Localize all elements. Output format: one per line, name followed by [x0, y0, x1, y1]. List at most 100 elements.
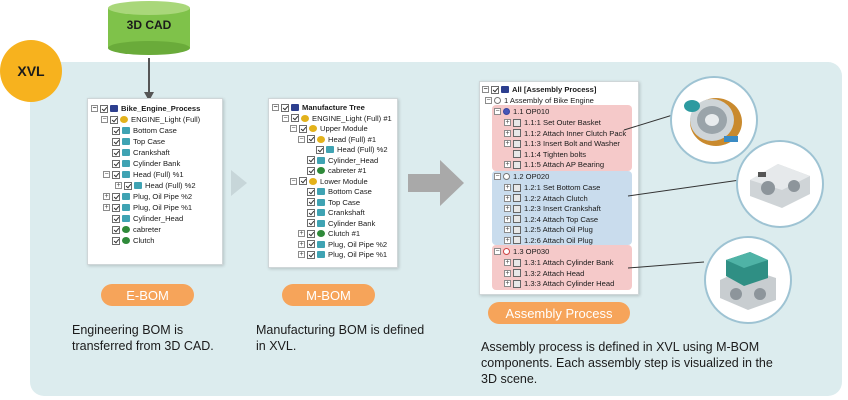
tree-row-root[interactable]: −Bike_Engine_Process — [91, 103, 200, 114]
collapse-icon[interactable]: − — [494, 248, 501, 255]
checkbox[interactable] — [112, 203, 120, 212]
expand-icon[interactable]: + — [115, 182, 122, 189]
tree-row[interactable]: +1.1:2 Attach Inner Clutch Pack — [504, 128, 626, 139]
tree-row[interactable]: +1.1:5 Attach AP Bearing — [504, 159, 604, 170]
collapse-icon[interactable]: − — [272, 104, 279, 111]
checkbox[interactable] — [307, 135, 315, 143]
tree-row[interactable]: Bottom Case — [112, 125, 177, 136]
tree-row[interactable]: +Clutch #1 — [298, 228, 360, 239]
expand-icon[interactable]: + — [298, 240, 305, 248]
checkbox[interactable] — [100, 104, 108, 113]
checkbox[interactable] — [299, 177, 307, 185]
collapse-icon[interactable]: − — [482, 86, 489, 93]
checkbox[interactable] — [307, 208, 315, 217]
checkbox[interactable] — [112, 236, 120, 245]
tree-row[interactable]: −1 Assembly of Bike Engine — [485, 95, 594, 106]
tree-row[interactable]: −Head (Full) %1 — [103, 169, 184, 180]
checkbox[interactable] — [112, 159, 120, 168]
radio-icon[interactable] — [494, 97, 501, 104]
tree-row[interactable]: Cylinder Bank — [112, 158, 180, 169]
tree-row[interactable]: cabreter — [112, 224, 161, 235]
collapse-icon[interactable]: − — [91, 105, 98, 112]
tree-row[interactable]: +1.2:5 Attach Oil Plug — [504, 224, 593, 235]
checkbox[interactable] — [112, 192, 120, 201]
checkbox[interactable] — [307, 250, 315, 259]
checkbox[interactable] — [112, 126, 120, 135]
checkbox[interactable] — [316, 145, 324, 154]
tree-row[interactable]: +1.2:3 Insert Crankshaft — [504, 203, 601, 214]
expand-icon[interactable]: + — [504, 215, 511, 223]
tree-row[interactable]: +Plug, Oil Pipe %2 — [298, 239, 387, 250]
expand-icon[interactable]: + — [504, 194, 511, 202]
tree-row[interactable]: −1.2 OP020 — [494, 171, 549, 182]
radio-icon[interactable] — [503, 248, 510, 255]
checkbox[interactable] — [112, 214, 120, 223]
checkbox[interactable] — [307, 156, 315, 164]
checkbox[interactable] — [307, 198, 315, 206]
checkbox[interactable] — [307, 240, 315, 248]
expand-icon[interactable]: + — [504, 129, 511, 137]
checkbox[interactable] — [124, 181, 132, 190]
expand-icon[interactable]: + — [504, 205, 511, 212]
checkbox[interactable] — [307, 219, 315, 227]
tree-row[interactable]: −1.3 OP030 — [494, 246, 549, 257]
radio-selected-icon[interactable] — [503, 108, 510, 115]
collapse-icon[interactable]: − — [494, 173, 501, 180]
expand-icon[interactable]: + — [103, 193, 110, 200]
tree-row[interactable]: Top Case — [112, 136, 165, 147]
tree-row[interactable]: Cylinder_Head — [307, 155, 378, 166]
checkbox[interactable] — [291, 114, 299, 122]
expand-icon[interactable]: + — [103, 204, 110, 211]
checkbox[interactable] — [307, 229, 315, 238]
collapse-icon[interactable]: − — [485, 97, 492, 104]
tree-row[interactable]: Clutch — [112, 235, 155, 246]
collapse-icon[interactable]: − — [494, 108, 501, 115]
tree-row[interactable]: −Lower Module — [290, 176, 368, 187]
collapse-icon[interactable]: − — [290, 177, 297, 185]
collapse-icon[interactable]: − — [103, 171, 110, 178]
tree-row-root[interactable]: −All [Assembly Process] — [482, 84, 596, 95]
expand-icon[interactable]: + — [504, 184, 511, 191]
tree-row[interactable]: cabreter #1 — [307, 165, 366, 176]
tree-row[interactable]: +1.3:3 Attach Cylinder Head — [504, 278, 614, 289]
tree-row[interactable]: +1.2:6 Attach Oil Plug — [504, 235, 593, 246]
tree-row[interactable]: +1.3:1 Attach Cylinder Bank — [504, 257, 614, 268]
checkbox[interactable] — [112, 225, 120, 234]
tree-row[interactable]: Cylinder Bank — [307, 218, 375, 229]
checkbox[interactable] — [307, 166, 315, 175]
tree-row[interactable]: −1.1 OP010 — [494, 106, 549, 117]
expand-icon[interactable]: + — [298, 251, 305, 258]
tree-row[interactable]: Top Case — [307, 197, 360, 208]
tree-row[interactable]: −Head (Full) #1 — [298, 134, 376, 145]
tree-row[interactable]: 1.1:4 Tighten bolts — [513, 149, 586, 160]
tree-row[interactable]: Crankshaft — [112, 147, 170, 158]
radio-icon[interactable] — [503, 173, 510, 180]
expand-icon[interactable]: + — [504, 280, 511, 287]
expand-icon[interactable]: + — [504, 236, 511, 244]
checkbox[interactable] — [281, 103, 289, 112]
tree-row[interactable]: −ENGINE_Light (Full) #1 — [282, 113, 392, 124]
collapse-icon[interactable]: − — [290, 125, 297, 132]
tree-row[interactable]: Bottom Case — [307, 186, 372, 197]
tree-row[interactable]: +1.3:2 Attach Head — [504, 268, 584, 279]
tree-row[interactable]: +1.2:4 Attach Top Case — [504, 214, 598, 225]
tree-row[interactable]: +Plug, Oil Pipe %1 — [103, 202, 192, 213]
expand-icon[interactable]: + — [504, 259, 511, 266]
checkbox[interactable] — [110, 115, 118, 124]
tree-row[interactable]: +Head (Full) %2 — [115, 180, 196, 191]
tree-row[interactable]: −Upper Module — [290, 123, 368, 134]
tree-row[interactable]: −ENGINE_Light (Full) — [101, 114, 200, 125]
tree-row[interactable]: Crankshaft — [307, 207, 365, 218]
checkbox[interactable] — [112, 137, 120, 146]
tree-row-root[interactable]: −Manufacture Tree — [272, 102, 365, 113]
tree-row[interactable]: +1.2:2 Attach Clutch — [504, 193, 588, 204]
expand-icon[interactable]: + — [504, 269, 511, 277]
collapse-icon[interactable]: − — [282, 114, 289, 122]
expand-icon[interactable]: + — [504, 226, 511, 233]
expand-icon[interactable]: + — [504, 140, 511, 147]
tree-row[interactable]: +1.2:1 Set Bottom Case — [504, 182, 600, 193]
expand-icon[interactable]: + — [504, 161, 511, 168]
checkbox[interactable] — [491, 85, 499, 94]
tree-row[interactable]: Head (Full) %2 — [316, 144, 388, 155]
checkbox[interactable] — [299, 124, 307, 133]
